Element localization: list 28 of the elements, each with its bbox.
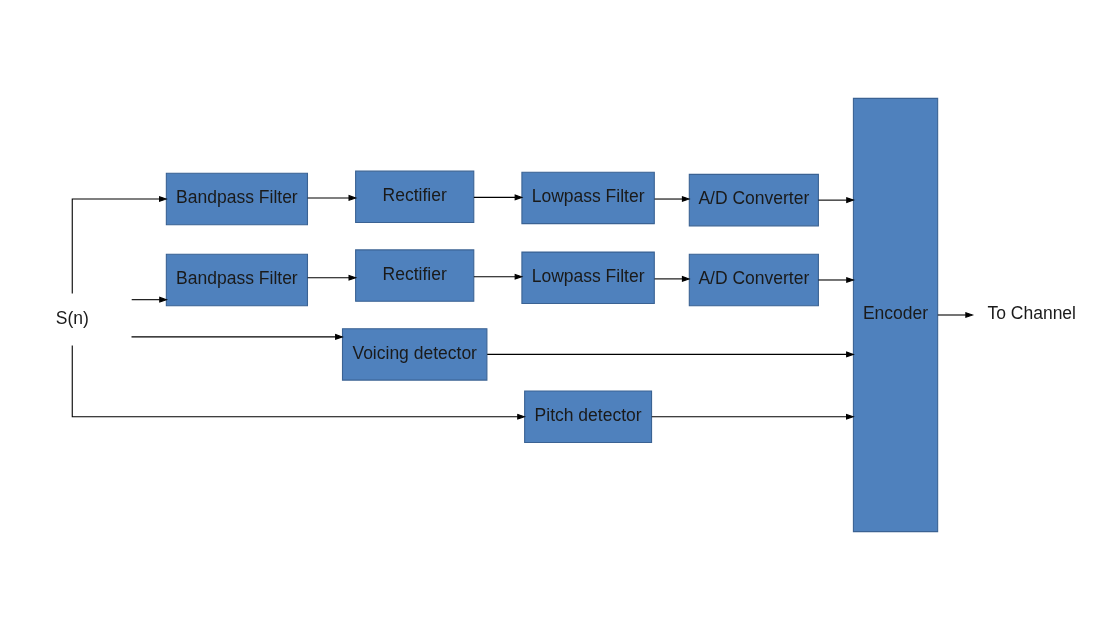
node-box: Bandpass Filter (165, 172, 309, 225)
node-box: Rectifier (355, 170, 475, 223)
arrow (654, 275, 691, 282)
node-box: A/D Converter (688, 253, 819, 306)
arrow (486, 350, 855, 357)
arrow (473, 193, 524, 200)
arrow (651, 413, 855, 420)
arrow (473, 273, 524, 280)
node-text: To Channel (987, 302, 1077, 323)
node-box: Pitch detector (524, 390, 653, 443)
arrow (71, 195, 168, 294)
node-box: Rectifier (355, 248, 475, 302)
arrow (71, 344, 526, 420)
node-box: Encoder (852, 97, 939, 532)
node-box: Lowpass Filter (521, 251, 655, 304)
arrow (131, 296, 168, 303)
node-box: Lowpass Filter (521, 171, 655, 224)
arrow (130, 333, 344, 340)
node-box: Bandpass Filter (165, 253, 309, 306)
arrow (654, 195, 691, 202)
arrow (307, 274, 358, 281)
arrow (817, 276, 855, 283)
node-box: Voicing detector (341, 327, 488, 381)
arrow (307, 194, 358, 201)
arrow (937, 311, 975, 318)
node-text: S(n) (55, 307, 89, 328)
arrow (817, 196, 855, 203)
node-box: A/D Converter (688, 173, 819, 226)
